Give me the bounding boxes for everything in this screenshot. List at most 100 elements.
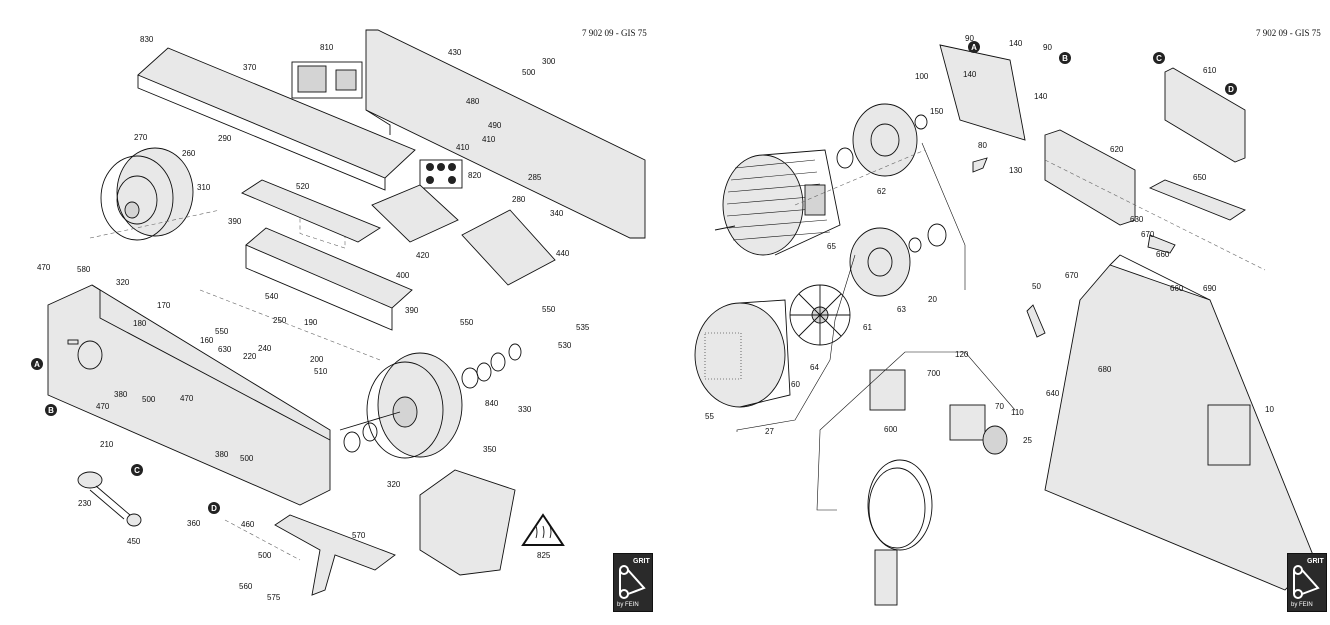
right-part-label-10: 10 — [1265, 405, 1274, 414]
left-part-label-470: 470 — [37, 263, 51, 272]
right-part-label-630: 630 — [1130, 215, 1144, 224]
right-callout-letter-C: C — [1156, 54, 1162, 63]
left-part-label-360: 360 — [187, 519, 201, 528]
left-part-label-410: 410 — [456, 143, 470, 152]
left-part-label-550: 550 — [215, 327, 229, 336]
left-callout-marker-C — [131, 464, 143, 476]
right-part-label-690: 690 — [1203, 284, 1217, 293]
left-part-label-450: 450 — [127, 537, 141, 546]
left-part-label-220: 220 — [243, 352, 257, 361]
left-part-label-330: 330 — [518, 405, 532, 414]
right-part-label-64: 64 — [810, 363, 819, 372]
plate-650-drawing — [1148, 179, 1246, 221]
grit-logo: GRIT by FEIN — [1287, 553, 1327, 612]
right-part-label-650: 650 — [1193, 173, 1207, 182]
left-part-label-380: 380 — [215, 450, 229, 459]
left-part-label-240: 240 — [258, 344, 272, 353]
left-part-label-470: 470 — [96, 402, 110, 411]
logo-byline: by FEIN — [1291, 602, 1313, 608]
right-part-label-27: 27 — [765, 427, 774, 436]
right-callout-letter-D: D — [1228, 85, 1234, 94]
handle-660-drawing — [1026, 234, 1176, 338]
right-callout-letter-B: B — [1062, 54, 1068, 63]
left-part-label-340: 340 — [550, 209, 564, 218]
left-part-label-500: 500 — [142, 395, 156, 404]
cable-25-drawing — [867, 459, 933, 606]
plate-440-drawing — [461, 209, 556, 286]
left-callout-letter-A: A — [34, 360, 40, 369]
right-part-label-50: 50 — [1032, 282, 1041, 291]
rings-840-drawing — [343, 343, 522, 453]
right-part-label-660: 660 — [1156, 250, 1170, 259]
left-part-label-570: 570 — [352, 531, 366, 540]
base-640-drawing — [1044, 254, 1316, 591]
frame-580-drawing — [47, 284, 331, 506]
left-callout-marker-A — [31, 358, 43, 370]
right-part-label-25: 25 — [1023, 436, 1032, 445]
left-part-label-825: 825 — [537, 551, 551, 560]
left-part-label-320: 320 — [387, 480, 401, 489]
right-part-label-620: 620 — [1110, 145, 1124, 154]
right-part-label-670: 670 — [1065, 271, 1079, 280]
motor-drawing — [714, 149, 841, 256]
left-part-label-810: 810 — [320, 43, 334, 52]
left-part-label-410: 410 — [482, 135, 496, 144]
left-part-label-370: 370 — [243, 63, 257, 72]
left-part-label-520: 520 — [296, 182, 310, 191]
left-part-label-250: 250 — [273, 316, 287, 325]
left-part-label-320: 320 — [116, 278, 130, 287]
cover-350-drawing — [419, 469, 516, 576]
right-part-label-680: 680 — [1098, 365, 1112, 374]
right-part-label-610: 610 — [1203, 66, 1217, 75]
left-part-label-535: 535 — [576, 323, 590, 332]
left-part-label-210: 210 — [100, 440, 114, 449]
left-part-label-300: 300 — [542, 57, 556, 66]
grit-logo: GRIT by FEIN — [613, 553, 653, 612]
left-part-label-230: 230 — [78, 499, 92, 508]
logo-brand: GRIT — [633, 558, 650, 565]
left-part-label-270: 270 — [134, 133, 148, 142]
left-part-label-460: 460 — [241, 520, 255, 529]
left-part-label-180: 180 — [133, 319, 147, 328]
left-part-label-560: 560 — [239, 582, 253, 591]
left-callout-marker-B — [45, 404, 57, 416]
right-part-label-660: 660 — [1170, 284, 1184, 293]
logo-brand: GRIT — [1307, 558, 1324, 565]
left-part-label-390: 390 — [405, 306, 419, 315]
left-part-label-260: 260 — [182, 149, 196, 158]
left-part-label-550: 550 — [542, 305, 556, 314]
left-part-label-280: 280 — [512, 195, 526, 204]
right-part-label-80: 80 — [978, 141, 987, 150]
right-part-label-140: 140 — [963, 70, 977, 79]
guard-620-drawing — [1044, 129, 1136, 226]
left-part-label-160: 160 — [200, 336, 214, 345]
right-part-label-63: 63 — [897, 305, 906, 314]
right-part-label-130: 130 — [1009, 166, 1023, 175]
left-part-label-500: 500 — [522, 68, 536, 77]
right-part-label-140: 140 — [1034, 92, 1048, 101]
bracket-610-drawing — [1164, 67, 1246, 163]
gasket-27-drawing — [869, 369, 906, 411]
left-part-label-510: 510 — [314, 367, 328, 376]
left-part-label-840: 840 — [485, 399, 499, 408]
right-part-label-640: 640 — [1046, 389, 1060, 398]
right-part-label-20: 20 — [928, 295, 937, 304]
left-part-label-500: 500 — [258, 551, 272, 560]
document-number: 7 902 09 - GIS 75 — [582, 28, 647, 38]
belt-grinder-logo-icon — [1293, 565, 1320, 599]
right-part-label-700: 700 — [927, 369, 941, 378]
right-part-label-61: 61 — [863, 323, 872, 332]
right-callout-marker-B — [1059, 52, 1071, 64]
right-part-label-140: 140 — [1009, 39, 1023, 48]
right-parts-sheet: 7 902 09 - GIS 75 — [665, 0, 1330, 625]
left-part-label-480: 480 — [466, 97, 480, 106]
left-part-label-200: 200 — [310, 355, 324, 364]
left-part-label-440: 440 — [556, 249, 570, 258]
cover-370-drawing — [137, 47, 416, 249]
left-part-label-490: 490 — [488, 121, 502, 130]
right-part-label-120: 120 — [955, 350, 969, 359]
